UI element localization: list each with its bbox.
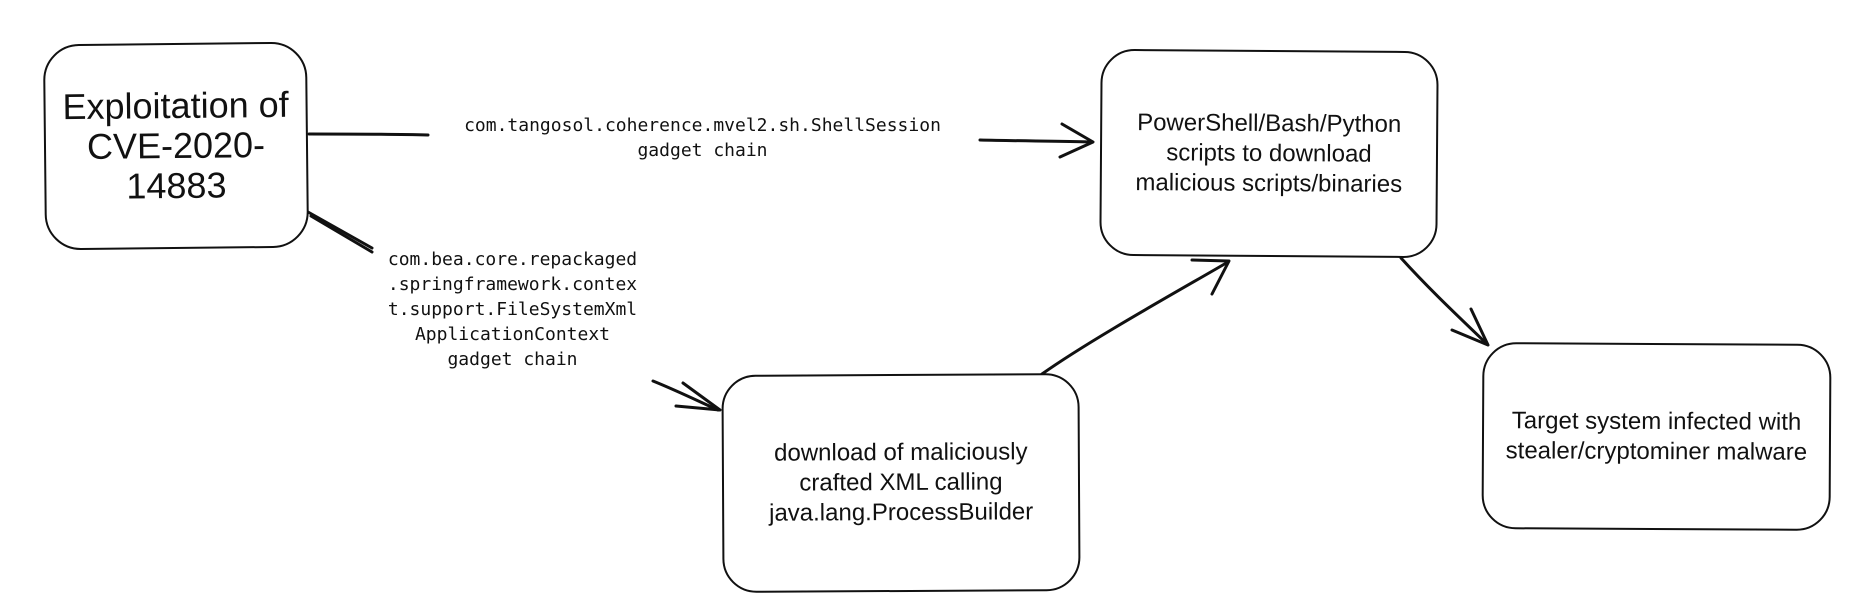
exploitation-node-label: Exploitation of CVE-2020- 14883: [62, 83, 289, 207]
target-infected-node-label: Target system infected with stealer/cryp…: [1505, 406, 1808, 466]
edge-xml-to-scripts-arrowhead: [1190, 258, 1231, 296]
edge-exploit-to-xml-start-b: [309, 214, 374, 254]
exploitation-node: Exploitation of CVE-2020- 14883: [42, 41, 310, 251]
edge-scripts-to-target-arrowhead: [1450, 307, 1490, 347]
edge-exploit-to-xml-end: [651, 379, 720, 412]
target-infected-node: Target system infected with stealer/cryp…: [1481, 342, 1832, 531]
edge-scripts-to-target: [1399, 256, 1489, 346]
filesystemxml-gadget-chain-label: com.bea.core.repackaged .springframework…: [387, 249, 638, 370]
edge-exploit-to-scripts-end: [978, 138, 1094, 144]
malicious-xml-node: download of maliciously crafted XML call…: [721, 373, 1081, 593]
malicious-xml-node-label: download of maliciously crafted XML call…: [769, 438, 1034, 527]
edge-exploit-to-scripts-arrowhead: [1058, 122, 1095, 159]
scripts-download-node: PowerShell/Bash/Python scripts to downlo…: [1099, 48, 1439, 259]
edge-exploit-to-xml-arrowhead: [674, 381, 722, 412]
scripts-download-node-label: PowerShell/Bash/Python scripts to downlo…: [1135, 108, 1403, 198]
edge-exploit-to-xml-start-a: [306, 210, 374, 250]
edge-exploit-to-scripts-start: [307, 132, 430, 137]
shellsession-gadget-chain-label: com.tangosol.coherence.mvel2.sh.ShellSes…: [464, 115, 941, 161]
edge-xml-to-scripts: [1040, 260, 1230, 376]
